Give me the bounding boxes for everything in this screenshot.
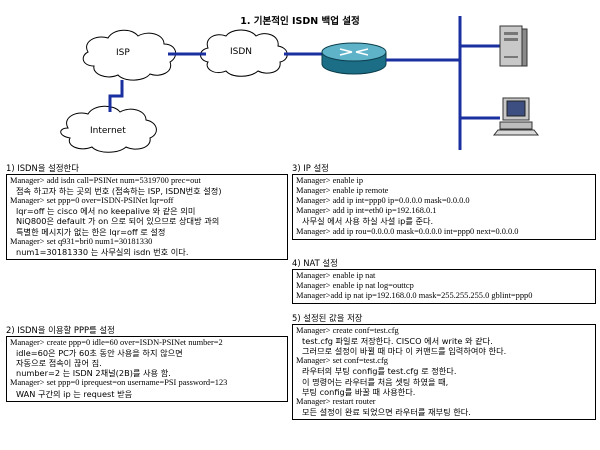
section-ppp: 2) ISDN을 이용할 PPP를 설정 Manager> create ppp…	[6, 325, 288, 402]
command-line: 사무실 에서 사용 하실 사설 ip를 준다.	[302, 216, 434, 227]
command-line: 부팅 config를 바꿀 때 사용한다.	[302, 386, 416, 397]
command-line: Manager> enable ip nat	[296, 271, 376, 281]
section-heading: 2) ISDN을 이용할 PPP를 설정	[6, 325, 115, 335]
command-box: Manager> enable ip nat Manager> enable i…	[292, 269, 596, 305]
command-line: Manager> add ip rou=0.0.0.0 mask=0.0.0.0…	[296, 226, 519, 236]
command-line: lqr=off 는 cisco 에서 no keepalive 와 같은 의미	[16, 206, 196, 217]
section-nat: 4) NAT 설정 Manager> enable ip nat Manager…	[292, 258, 596, 305]
command-line: 자동으로 접속이 끊어 짐.	[16, 358, 102, 369]
internet-cloud	[60, 105, 157, 153]
section-heading: 5) 설정된 값을 저장	[292, 313, 363, 323]
section-heading: 1) ISDN을 설정한다	[6, 163, 79, 173]
command-line: 라우터의 부팅 config를 test.cfg 로 정한다.	[302, 366, 457, 377]
section-save: 5) 설정된 값을 저장 Manager> create conf=test.c…	[292, 313, 596, 420]
command-line: Manager> set ppp=0 over=ISDN-PSINet lqr=…	[10, 196, 174, 206]
isp-cloud	[82, 29, 177, 81]
command-line: test.cfg 파일로 저장한다. CISCO 에서 write 와 같다.	[302, 336, 493, 347]
command-line: number=2 는 ISDN 2채널(2B)를 사용 함.	[16, 368, 171, 379]
diagram-title: 1. 기본적인 ISDN 백업 설정	[240, 16, 360, 27]
isdn-label: ISDN	[230, 47, 253, 57]
command-line: Manager> enable ip nat log=outtcp	[296, 281, 414, 291]
command-line: Manager> enable ip	[296, 176, 364, 186]
router-icon	[321, 42, 387, 75]
command-line: 그러므로 설정이 바뀔 때 마다 이 커맨드를 입력하여야 한다.	[302, 346, 507, 357]
command-box: Manager> create conf=test.cfg test.cfg 파…	[292, 324, 596, 420]
command-box: Manager> add isdn call=PSINet num=531970…	[6, 174, 288, 260]
internet-label: Internet	[90, 126, 126, 136]
command-line: Manager> restart router	[296, 396, 376, 406]
command-line: 특별한 메시지가 없는 한은 lqr=off 로 설정	[16, 226, 166, 237]
command-line: Manager> set conf=test.cfg	[296, 356, 388, 366]
isdn-cloud	[200, 29, 288, 77]
command-line: Manager> create ppp=0 idle=60 over=ISDN-…	[10, 338, 223, 348]
command-line: WAN 구간의 ip 는 request 받음	[16, 388, 133, 399]
command-box: Manager> create ppp=0 idle=60 over=ISDN-…	[6, 336, 288, 402]
command-line: NiQ800은 default 가 on 으로 되어 있으므로 상대방 과의	[16, 216, 220, 227]
command-line: Manager> enable ip remote	[296, 186, 389, 196]
section-heading: 3) IP 설정	[292, 163, 329, 173]
section-isdn: 1) ISDN을 설정한다 Manager> add isdn call=PSI…	[6, 163, 288, 260]
command-line: Manager> add ip int=ppp0 ip=0.0.0.0 mask…	[296, 196, 470, 206]
command-line: Manager> create conf=test.cfg	[296, 326, 399, 336]
command-line: Manager> set q931=bri0 num1=30181330	[10, 236, 153, 246]
section-heading: 4) NAT 설정	[292, 258, 338, 268]
command-line: Manager> set ppp=0 iprequest=on username…	[10, 378, 228, 388]
command-line: 이 명령어는 라우터를 처음 셋팅 하였을 때,	[302, 376, 449, 387]
command-line: 모든 설정이 완료 되었으면 라우터를 재부팅 한다.	[302, 406, 471, 417]
command-line: Manager> add ip int=eth0 ip=192.168.0.1	[296, 206, 437, 216]
command-line: 접속 하고자 하는 곳의 번호 (접속하는 ISP, ISDN번호 설정)	[16, 186, 222, 197]
command-line: Manager>add ip nat ip=192.168.0.0 mask=2…	[296, 291, 533, 301]
command-box: Manager> enable ip Manager> enable ip re…	[292, 174, 596, 240]
pc-icon	[492, 97, 540, 136]
network-diagram	[60, 16, 540, 153]
command-line: idle=60은 PC가 60초 동안 사용을 하지 않으면	[16, 348, 183, 359]
server-icon	[499, 25, 528, 67]
isp-internet-link	[108, 80, 124, 112]
section-ip: 3) IP 설정 Manager> enable ip Manager> ena…	[292, 163, 596, 240]
isp-label: ISP	[116, 48, 130, 58]
command-line: num1=30181330 는 사무실의 isdn 번호 이다.	[16, 246, 189, 257]
command-line: Manager> add isdn call=PSINet num=531970…	[10, 176, 201, 186]
